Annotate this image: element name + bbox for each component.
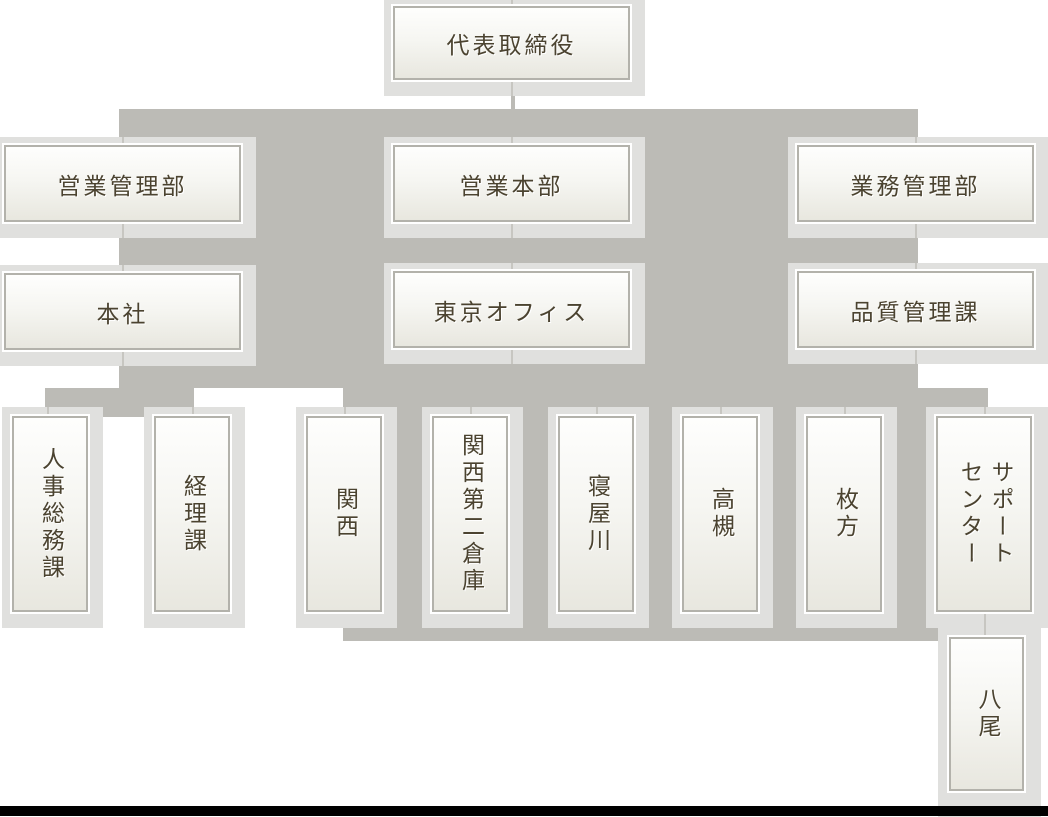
node-ceo: 代表取締役 [384,0,645,96]
node-tokyo-office: 東京オフィス [384,263,645,364]
node-label: 経理課 [179,473,206,555]
node-label: 人事総務課 [37,446,64,582]
node-head-office: 本社 [0,265,256,366]
connector-line [470,407,472,415]
node-label: 業務管理部 [850,173,981,200]
node-label: 営業本部 [459,173,564,200]
node-kansai-warehouse-2: 関西第二倉庫 [422,407,523,628]
node-label: 代表取締役 [446,33,577,59]
node-label: 品質管理課 [850,299,981,326]
node-label: 関西 [331,487,358,541]
connector-line [596,407,598,415]
node-accounting: 経理課 [144,407,245,628]
node-label: 関西第二倉庫 [457,433,484,595]
connector-tokyo-children-top [343,388,988,407]
node-label: 八尾 [974,687,1000,741]
node-label: 営業管理部 [57,173,188,200]
node-hr-general-affairs: 人事総務課 [2,407,103,628]
node-hirakata: 枚方 [796,407,897,628]
connector-line [844,407,846,415]
node-label: サポート センター [956,460,1013,568]
connector-line [47,407,49,415]
node-takatsuki: 高槻 [672,407,773,628]
connector-line [192,407,194,415]
bottom-black-bar [0,806,1048,816]
node-sales-hq: 営業本部 [384,137,645,238]
node-label: 東京オフィス [433,299,590,326]
connector-line [720,407,722,415]
node-label: 寝屋川 [583,473,610,555]
node-ops-admin: 業務管理部 [788,137,1048,238]
node-label: 枚方 [831,487,858,541]
node-label: 本社 [96,301,149,328]
node-kansai: 関西 [296,407,397,628]
connector-ceo-stub [511,94,515,110]
connector-line [344,407,346,415]
node-sales-admin: 営業管理部 [0,137,256,238]
node-support-center: サポート センター [926,407,1048,628]
node-label: 高槻 [707,487,734,541]
connector-line [984,627,986,635]
node-neyagawa: 寝屋川 [548,407,649,628]
node-quality-control: 品質管理課 [788,263,1048,364]
node-yao: 八尾 [938,627,1041,817]
